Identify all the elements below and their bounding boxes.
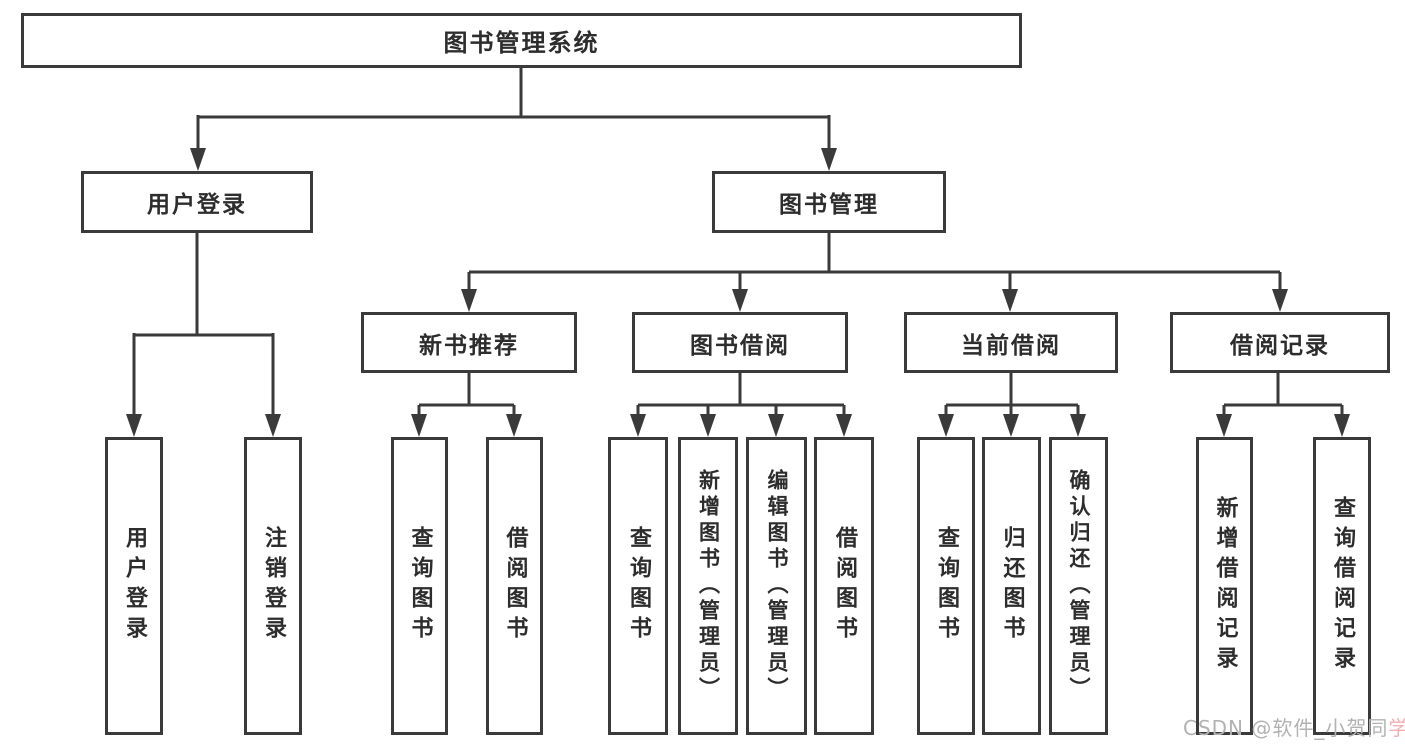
node-label: 新增图书（管理员） <box>696 469 721 703</box>
watermark-text: CSDN @软件_小贺同 <box>1183 716 1389 740</box>
node-label: 图书管理系统 <box>443 29 600 57</box>
node-book-borrowing: 图书借阅 <box>632 312 848 373</box>
leaf-return-books: 归还图书 <box>982 437 1041 735</box>
node-label: 查询图书 <box>407 526 433 646</box>
leaf-borrow-books: 借阅图书 <box>814 437 874 735</box>
node-new-book-recommend: 新书推荐 <box>361 312 577 373</box>
node-label: 注销登录 <box>261 526 286 646</box>
node-label: 用户登录 <box>122 526 147 646</box>
node-label: 查询借阅记录 <box>1330 496 1355 676</box>
node-current-borrowing: 当前借阅 <box>904 312 1118 373</box>
csdn-watermark: CSDN @软件_小贺同学 <box>1183 712 1405 741</box>
node-label: 查询图书 <box>934 526 959 646</box>
node-label: 新书推荐 <box>419 332 519 359</box>
arrowhead-icons <box>126 148 1350 437</box>
node-label: 确认归还（管理员） <box>1067 469 1091 703</box>
watermark-text-accent: 学 <box>1388 716 1405 740</box>
node-label: 图书借阅 <box>690 332 790 359</box>
node-label: 新增借阅记录 <box>1212 496 1238 676</box>
leaf-query-books-borrow: 查询图书 <box>608 437 668 735</box>
leaf-add-book-admin: 新增图书（管理员） <box>678 437 738 735</box>
node-label: 用户登录 <box>147 192 247 218</box>
node-label: 查询图书 <box>626 526 651 646</box>
node-label: 借阅图书 <box>502 526 528 646</box>
node-user-login: 用户登录 <box>81 171 313 233</box>
node-borrowing-records: 借阅记录 <box>1170 312 1390 373</box>
node-label: 当前借阅 <box>961 332 1061 359</box>
leaf-query-books-current: 查询图书 <box>917 437 975 735</box>
leaf-borrow-books-recommend: 借阅图书 <box>486 437 543 735</box>
node-label: 编辑图书（管理员） <box>765 469 789 703</box>
node-label: 图书管理 <box>779 192 879 218</box>
leaf-user-login: 用户登录 <box>105 437 163 735</box>
leaf-confirm-return-admin: 确认归还（管理员） <box>1049 437 1108 735</box>
node-label: 借阅图书 <box>832 526 857 646</box>
leaf-query-borrow-record: 查询借阅记录 <box>1313 437 1371 735</box>
leaf-logout: 注销登录 <box>244 437 302 735</box>
node-book-management: 图书管理 <box>712 171 946 233</box>
leaf-add-borrow-record: 新增借阅记录 <box>1196 437 1253 735</box>
node-label: 归还图书 <box>999 526 1025 646</box>
node-label: 借阅记录 <box>1230 332 1330 359</box>
leaf-query-books-recommend: 查询图书 <box>391 437 448 735</box>
leaf-edit-book-admin: 编辑图书（管理员） <box>746 437 807 735</box>
tree-edges <box>132 68 1344 416</box>
node-root-library-system: 图书管理系统 <box>21 13 1022 68</box>
